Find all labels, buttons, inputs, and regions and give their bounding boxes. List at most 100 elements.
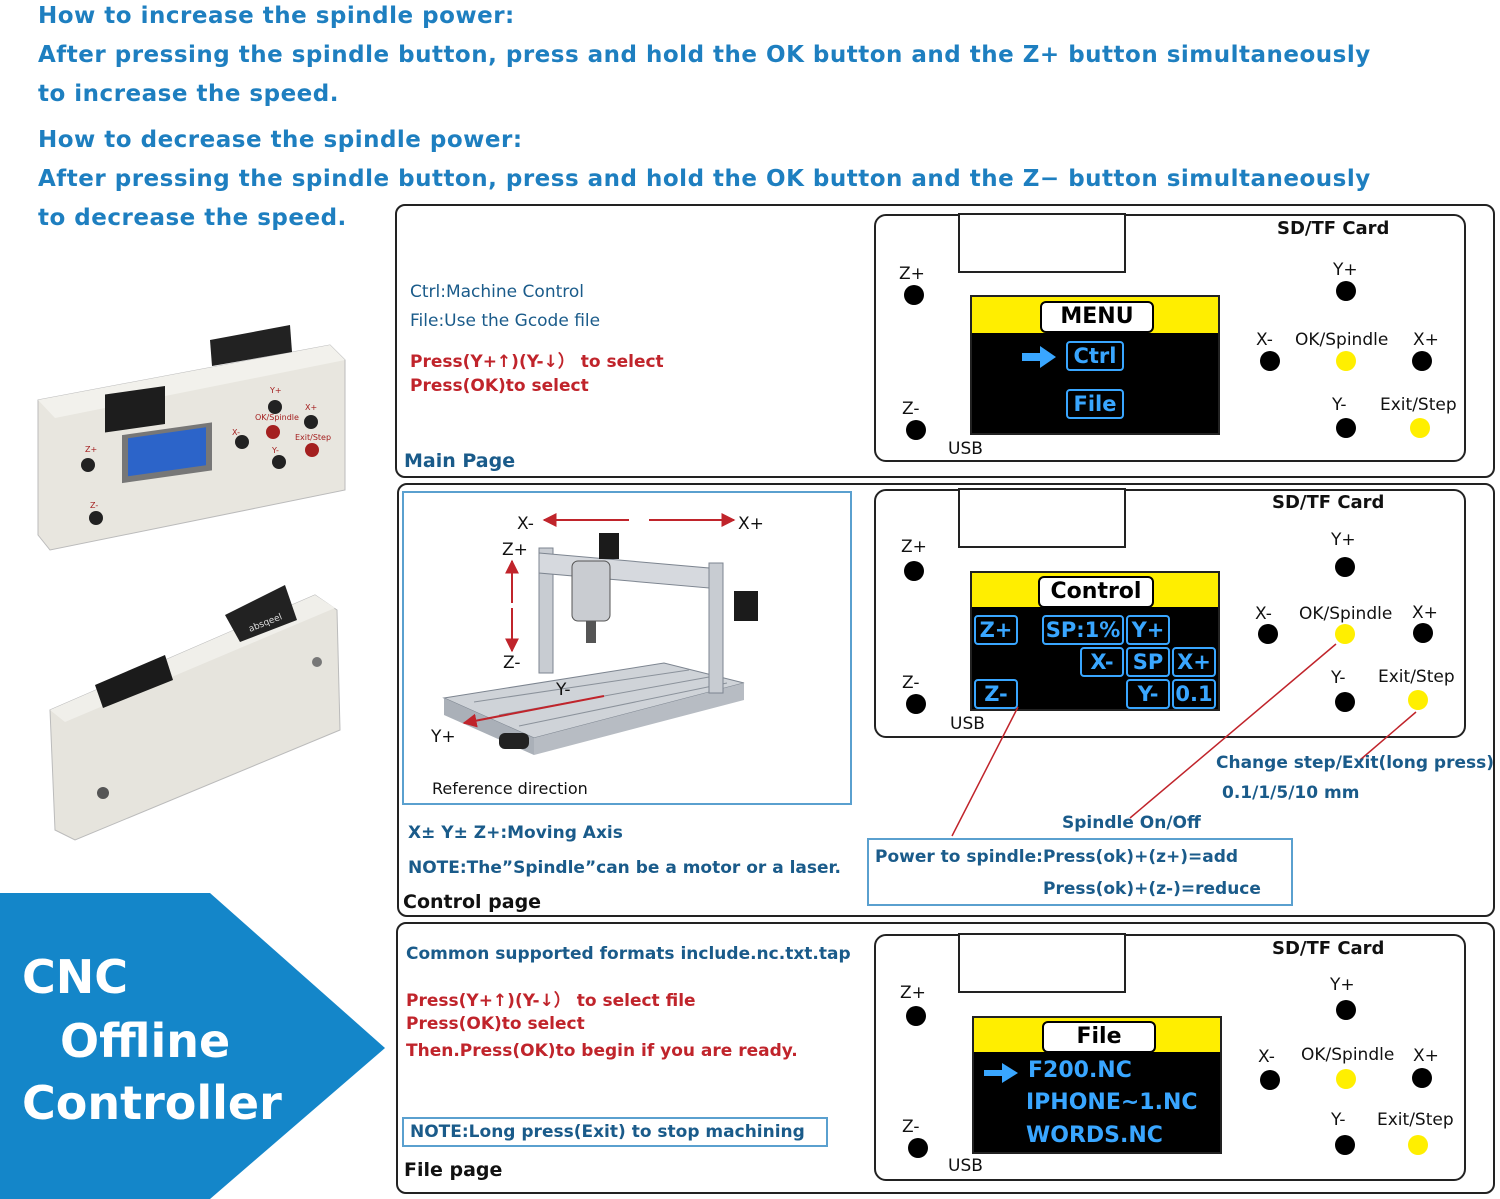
main-device [874, 214, 1466, 462]
file-sd-slot [958, 933, 1126, 993]
arrow-right-icon [1022, 346, 1056, 368]
main-zp-button[interactable] [904, 285, 924, 305]
spindle-note: Spindle On/Off [1062, 813, 1201, 833]
main-zm-button[interactable] [906, 420, 926, 440]
file-exit-button[interactable] [1408, 1135, 1428, 1155]
controller-photo-back: аbsqeel [49, 585, 341, 841]
photo-label-xp: X+ [305, 403, 317, 412]
file-lcd: File F200.NC IPHONE~1.NC WORDS.NC [972, 1016, 1222, 1154]
main-line-2: File:Use the Gcode file [410, 311, 601, 331]
axis-note: X± Y± Z+:Moving Axis [408, 823, 623, 843]
banner-line-1: CNC [22, 950, 129, 1004]
decrease-line-1: After pressing the spindle button, press… [38, 166, 1371, 192]
control-lcd-xp[interactable]: X+ [1172, 647, 1216, 677]
main-yp-button[interactable] [1336, 281, 1356, 301]
main-sd-slot [958, 213, 1126, 273]
control-lcd-step[interactable]: 0.1 [1172, 679, 1216, 709]
file-exit-label: Exit/Step [1377, 1110, 1454, 1130]
file-line-1: Common supported formats include.nc.txt.… [406, 944, 851, 964]
control-ym-button[interactable] [1335, 692, 1355, 712]
decrease-title: How to decrease the spindle power: [38, 127, 523, 153]
main-lcd: MENU Ctrl File [970, 295, 1220, 435]
file-yp-button[interactable] [1336, 1000, 1356, 1020]
increase-line-2: to increase the speed. [38, 81, 339, 107]
control-exit-button[interactable] [1408, 690, 1428, 710]
control-usb-label: USB [950, 714, 985, 734]
file-lcd-item-2[interactable]: IPHONE~1.NC [1026, 1090, 1198, 1115]
control-sd-label: SD/TF Card [1272, 492, 1385, 513]
file-yp-label: Y+ [1330, 975, 1355, 995]
ref-ym-label: Y- [555, 680, 571, 700]
main-yp-label: Y+ [1333, 260, 1358, 280]
file-lcd-item-1[interactable]: F200.NC [1028, 1058, 1132, 1083]
control-ok-label: OK/Spindle [1299, 604, 1393, 624]
photo-label-zm: Z- [90, 501, 98, 510]
main-ok-button[interactable] [1336, 351, 1356, 371]
file-zp-label: Z+ [900, 983, 926, 1003]
file-line-2: Press(Y+↑)(Y-↓） to select file [406, 991, 696, 1011]
control-lcd: Control Z+ SP:1% Y+ X- SP X+ Z- Y- 0.1 [970, 571, 1220, 711]
control-page-title: Control page [403, 891, 542, 913]
banner-background [0, 893, 385, 1199]
file-page-panel [396, 922, 1495, 1194]
main-exit-label: Exit/Step [1380, 395, 1457, 415]
control-lcd-sp1[interactable]: SP:1% [1042, 615, 1124, 645]
file-note: NOTE:Long press(Exit) to stop machining [410, 1122, 805, 1142]
file-xm-label: X- [1258, 1047, 1275, 1067]
photo-label-ym: Y- [271, 446, 279, 455]
file-device [874, 934, 1466, 1181]
main-exit-button[interactable] [1410, 418, 1430, 438]
ref-zm-label: Z- [503, 653, 520, 673]
file-lcd-item-3[interactable]: WORDS.NC [1026, 1123, 1163, 1148]
control-xp-button[interactable] [1413, 623, 1433, 643]
increase-line-1: After pressing the spindle button, press… [38, 42, 1371, 68]
main-ym-label: Y- [1332, 395, 1347, 415]
control-zm-button[interactable] [906, 694, 926, 714]
cnc-machine-illustration: X- X+ Z+ Z- Y- Y+ Reference direction [430, 513, 764, 798]
ref-xm-label: X- [517, 514, 534, 534]
power-note-box [867, 838, 1293, 906]
file-xp-button[interactable] [1412, 1068, 1432, 1088]
file-xp-label: X+ [1413, 1046, 1439, 1066]
control-ok-button[interactable] [1335, 624, 1355, 644]
main-xp-button[interactable] [1412, 351, 1432, 371]
control-sd-slot [958, 488, 1126, 548]
control-xm-button[interactable] [1258, 624, 1278, 644]
main-sd-label: SD/TF Card [1277, 218, 1390, 239]
file-xm-button[interactable] [1260, 1070, 1280, 1090]
control-lcd-sp[interactable]: SP [1126, 647, 1170, 677]
file-ym-label: Y- [1331, 1110, 1346, 1130]
file-ym-button[interactable] [1335, 1135, 1355, 1155]
power-note-2: Press(ok)+(z-)=reduce [1043, 879, 1261, 899]
main-lcd-ctrl[interactable]: Ctrl [1066, 341, 1124, 371]
control-yp-button[interactable] [1335, 557, 1355, 577]
file-lcd-title: File [1042, 1021, 1156, 1053]
main-xm-button[interactable] [1260, 351, 1280, 371]
file-ok-label: OK/Spindle [1301, 1045, 1395, 1065]
control-device [874, 489, 1466, 738]
reference-box [402, 491, 852, 805]
control-lcd-zm[interactable]: Z- [974, 679, 1018, 709]
main-page-title: Main Page [404, 450, 516, 472]
photo-label-zp: Z+ [85, 445, 97, 454]
increase-title: How to increase the spindle power: [38, 3, 515, 29]
control-lcd-ym[interactable]: Y- [1126, 679, 1170, 709]
control-lcd-xm[interactable]: X- [1080, 647, 1124, 677]
title-banner [0, 893, 385, 1199]
file-ok-button[interactable] [1336, 1069, 1356, 1089]
main-line-3: Press(Y+↑)(Y-↓） to select [410, 352, 664, 372]
main-page-panel [395, 204, 1495, 478]
control-zp-button[interactable] [904, 561, 924, 581]
main-xm-label: X- [1256, 330, 1273, 350]
main-ym-button[interactable] [1336, 418, 1356, 438]
banner-line-2: Offline [60, 1014, 231, 1068]
power-note-1: Power to spindle:Press(ok)+(z+)=add [875, 847, 1239, 867]
main-line-4: Press(OK)to select [410, 376, 589, 396]
file-zp-button[interactable] [906, 1006, 926, 1026]
file-line-3: Press(OK)to select [406, 1014, 585, 1034]
main-lcd-file[interactable]: File [1066, 389, 1124, 419]
control-note: NOTE:The”Spindle”can be a motor or a las… [408, 858, 841, 878]
control-lcd-yp[interactable]: Y+ [1126, 615, 1170, 645]
control-lcd-zp[interactable]: Z+ [974, 615, 1018, 645]
file-zm-button[interactable] [908, 1138, 928, 1158]
